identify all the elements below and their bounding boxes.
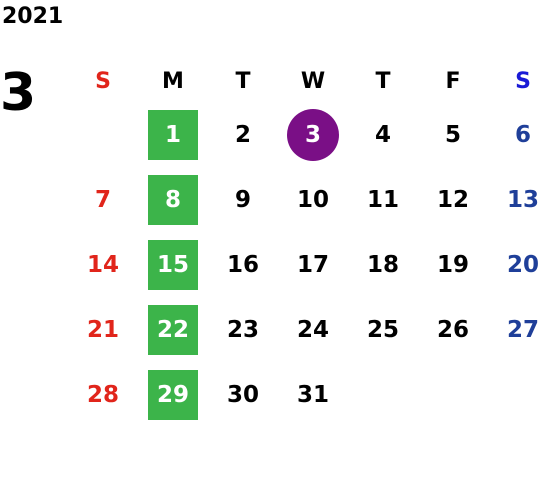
day-number: 9: [234, 186, 251, 213]
day-cell[interactable]: 17: [278, 232, 348, 297]
weekday-header-row: S M T W T F S: [68, 60, 548, 102]
day-cell[interactable]: 26: [418, 297, 488, 362]
day-number: 7: [94, 186, 111, 213]
day-cell[interactable]: 16: [208, 232, 278, 297]
week-row: 7 8 9 10 11 12 13: [68, 167, 548, 232]
day-number: 16: [226, 251, 259, 278]
calendar-grid: S M T W T F S 1 2 3 4 5 6 7 8 9 10 11 12…: [68, 60, 548, 427]
day-number: 13: [506, 186, 539, 213]
day-number: 26: [436, 316, 469, 343]
day-cell[interactable]: 7: [68, 167, 138, 232]
day-cell: [68, 102, 138, 167]
day-cell[interactable]: 31: [278, 362, 348, 427]
day-cell[interactable]: 27: [488, 297, 548, 362]
day-cell[interactable]: 23: [208, 297, 278, 362]
week-row: 21 22 23 24 25 26 27: [68, 297, 548, 362]
day-cell[interactable]: 20: [488, 232, 548, 297]
day-cell[interactable]: 18: [348, 232, 418, 297]
weekday-sunday: S: [95, 68, 111, 94]
day-cell[interactable]: 13: [488, 167, 548, 232]
day-cell-empty: [348, 362, 418, 427]
day-number: 12: [436, 186, 469, 213]
weekday-friday: F: [445, 68, 461, 94]
day-cell-empty: [488, 362, 548, 427]
day-number: 14: [86, 251, 119, 278]
day-cell[interactable]: 2: [208, 102, 278, 167]
week-row: 14 15 16 17 18 19 20: [68, 232, 548, 297]
day-cell[interactable]: 28: [68, 362, 138, 427]
day-cell[interactable]: 19: [418, 232, 488, 297]
day-number: 20: [506, 251, 539, 278]
today-circle: 3: [287, 108, 339, 161]
day-cell[interactable]: 22: [138, 297, 208, 362]
day-number: 30: [226, 381, 259, 408]
day-cell[interactable]: 30: [208, 362, 278, 427]
day-cell[interactable]: 29: [138, 362, 208, 427]
day-cell[interactable]: 24: [278, 297, 348, 362]
day-number: 23: [226, 316, 259, 343]
day-cell[interactable]: 6: [488, 102, 548, 167]
weekday-monday: M: [162, 68, 184, 94]
day-number: 10: [296, 186, 329, 213]
day-number: 11: [366, 186, 399, 213]
day-number: 4: [374, 121, 391, 148]
day-number: 31: [296, 381, 329, 408]
day-cell[interactable]: 21: [68, 297, 138, 362]
day-cell-today[interactable]: 3: [278, 102, 348, 167]
day-cell[interactable]: 9: [208, 167, 278, 232]
month-number: 3: [0, 63, 37, 123]
day-number: 21: [86, 316, 119, 343]
day-cell[interactable]: 11: [348, 167, 418, 232]
day-number: 25: [366, 316, 399, 343]
weekday-saturday: S: [515, 68, 531, 94]
day-cell-empty: [418, 362, 488, 427]
day-number: 19: [436, 251, 469, 278]
day-number: 18: [366, 251, 399, 278]
day-cell[interactable]: 5: [418, 102, 488, 167]
day-cell[interactable]: 12: [418, 167, 488, 232]
day-cell[interactable]: 8: [138, 167, 208, 232]
day-number-highlighted: 22: [148, 304, 198, 355]
day-number: 6: [514, 121, 531, 148]
day-number-highlighted: 29: [148, 369, 198, 420]
day-cell[interactable]: 15: [138, 232, 208, 297]
day-number-highlighted: 15: [148, 239, 198, 290]
day-cell[interactable]: 10: [278, 167, 348, 232]
day-number: 5: [444, 121, 461, 148]
day-number: 27: [506, 316, 539, 343]
day-number: 2: [234, 121, 251, 148]
day-number-highlighted: 1: [148, 109, 198, 160]
weekday-tuesday: T: [235, 68, 251, 94]
day-number-highlighted: 8: [148, 174, 198, 225]
day-cell[interactable]: 14: [68, 232, 138, 297]
week-row: 1 2 3 4 5 6: [68, 102, 548, 167]
weekday-thursday: T: [375, 68, 391, 94]
day-number: 28: [86, 381, 119, 408]
week-row: 28 29 30 31: [68, 362, 548, 427]
day-number: 17: [296, 251, 329, 278]
year-label: 2021: [2, 4, 64, 29]
day-cell[interactable]: 25: [348, 297, 418, 362]
day-cell[interactable]: 4: [348, 102, 418, 167]
day-cell[interactable]: 1: [138, 102, 208, 167]
day-number: 24: [296, 316, 329, 343]
weekday-wednesday: W: [300, 68, 326, 94]
